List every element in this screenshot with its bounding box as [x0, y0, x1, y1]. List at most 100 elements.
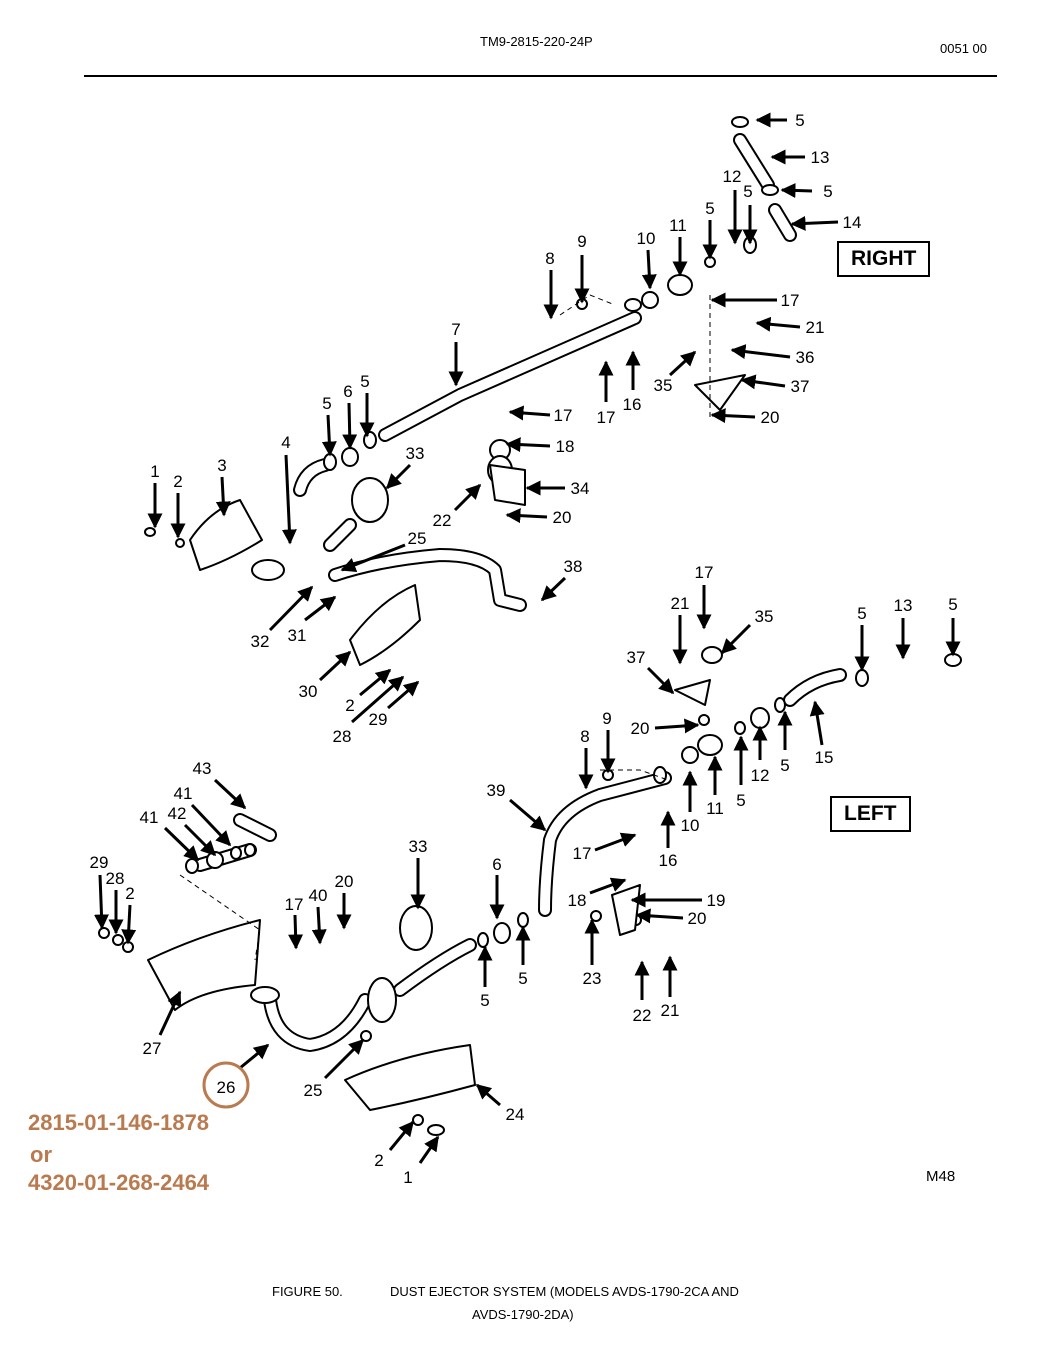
- callout-arrow: [646, 666, 675, 695]
- callout-number: 15: [815, 748, 834, 767]
- callout-arrow: [239, 1043, 270, 1070]
- callout-arrow: [594, 832, 637, 852]
- callout-arrow: [780, 182, 813, 198]
- callout-arrow: [215, 476, 231, 517]
- callout-number: 29: [369, 710, 388, 729]
- callout-arrow: [388, 1120, 415, 1151]
- callout-arrow: [311, 906, 327, 945]
- callout-arrow: [418, 1135, 440, 1164]
- callout-number: 5: [780, 756, 789, 775]
- callout-number: 9: [602, 709, 611, 728]
- callout-number: 30: [299, 682, 318, 701]
- callout-number: 36: [796, 348, 815, 367]
- callout-arrow: [93, 874, 109, 930]
- callout-number: 25: [408, 529, 427, 548]
- callout-arrow: [158, 990, 182, 1036]
- callout-number: 5: [736, 791, 745, 810]
- callout-number: 10: [681, 816, 700, 835]
- callout-number: 21: [671, 594, 690, 613]
- callout-arrow: [668, 350, 697, 377]
- callout-arrow: [342, 402, 358, 450]
- callout-arrow: [720, 623, 752, 655]
- callout-arrow: [755, 316, 801, 332]
- callout-number: 4: [281, 433, 290, 452]
- callout-number: 41: [140, 808, 159, 827]
- callout-number: 17: [554, 406, 573, 425]
- callout-number: 5: [948, 595, 957, 614]
- callout-number: 20: [761, 408, 780, 427]
- callout-number: 35: [654, 376, 673, 395]
- callout-arrow: [190, 803, 232, 847]
- callout-number: 41: [174, 784, 193, 803]
- callout-number: 9: [577, 232, 586, 251]
- callout-arrow: [710, 408, 756, 424]
- callout-number: 18: [556, 437, 575, 456]
- callout-number: 5: [795, 111, 804, 130]
- callout-arrow: [385, 463, 412, 490]
- callout-number: 5: [743, 182, 752, 201]
- callout-number: 2: [125, 884, 134, 903]
- callout-arrow: [540, 576, 567, 602]
- callout-number: 5: [360, 372, 369, 391]
- callout-number: 26: [217, 1078, 236, 1097]
- callout-arrow: [505, 437, 551, 453]
- callout-number: 14: [843, 213, 862, 232]
- callout-number: 28: [333, 727, 352, 746]
- callout-number: 18: [568, 891, 587, 910]
- callout-number: 40: [309, 886, 328, 905]
- figure-title: DUST EJECTOR SYSTEM (MODELS AVDS-1790-2C…: [390, 1284, 739, 1299]
- part-drawings: [98, 116, 962, 1136]
- document-id: TM9-2815-220-24P: [480, 34, 593, 49]
- callout-arrows: [93, 112, 961, 1164]
- callout-number: 2: [173, 472, 182, 491]
- callout-number: 20: [335, 872, 354, 891]
- callout-number: 6: [343, 382, 352, 401]
- callout-number: 10: [637, 229, 656, 248]
- callout-number: 23: [583, 969, 602, 988]
- callout-number: 5: [857, 604, 866, 623]
- callout-arrow: [589, 877, 627, 895]
- callout-arrow: [288, 914, 304, 950]
- callout-number: 33: [409, 837, 428, 856]
- callout-number: 17: [597, 408, 616, 427]
- callout-number: 1: [403, 1168, 412, 1187]
- callout-number: 39: [487, 781, 506, 800]
- callout-number: 7: [451, 320, 460, 339]
- callout-number: 17: [285, 895, 304, 914]
- callout-number: 24: [506, 1105, 525, 1124]
- callout-arrow: [318, 650, 352, 682]
- header-rule: [84, 75, 997, 77]
- callout-number: 20: [688, 909, 707, 928]
- callout-number: 17: [695, 563, 714, 582]
- callout-number: 8: [545, 249, 554, 268]
- callout-number: 6: [492, 855, 501, 874]
- callout-number: 20: [631, 719, 650, 738]
- callout-arrow: [641, 249, 657, 290]
- right-side-label: RIGHT: [837, 241, 931, 277]
- callout-arrow: [268, 585, 314, 632]
- callout-number: 21: [806, 318, 825, 337]
- callout-number: 13: [894, 596, 913, 615]
- callout-number: 2: [345, 696, 354, 715]
- callout-number: 5: [823, 182, 832, 201]
- callout-arrow: [351, 675, 405, 724]
- left-side-label: LEFT: [830, 796, 911, 832]
- callout-arrow: [359, 668, 392, 697]
- callout-number: 38: [564, 557, 583, 576]
- callout-number: 42: [168, 804, 187, 823]
- callout-arrow: [121, 904, 137, 945]
- callout-number: 12: [751, 766, 770, 785]
- nsn-primary: 2815-01-146-1878: [28, 1110, 210, 1135]
- callout-number: 16: [659, 851, 678, 870]
- callout-number: 5: [480, 991, 489, 1010]
- callout-arrow: [635, 908, 684, 924]
- callout-number: 34: [571, 479, 590, 498]
- figure-title-cont: AVDS-1790-2DA): [472, 1307, 574, 1322]
- callout-arrow: [183, 823, 217, 857]
- callout-arrow: [654, 718, 700, 734]
- callout-number: 43: [193, 759, 212, 778]
- callout-number: 12: [723, 167, 742, 186]
- callout-arrow: [509, 798, 547, 832]
- callout-arrow: [730, 344, 791, 360]
